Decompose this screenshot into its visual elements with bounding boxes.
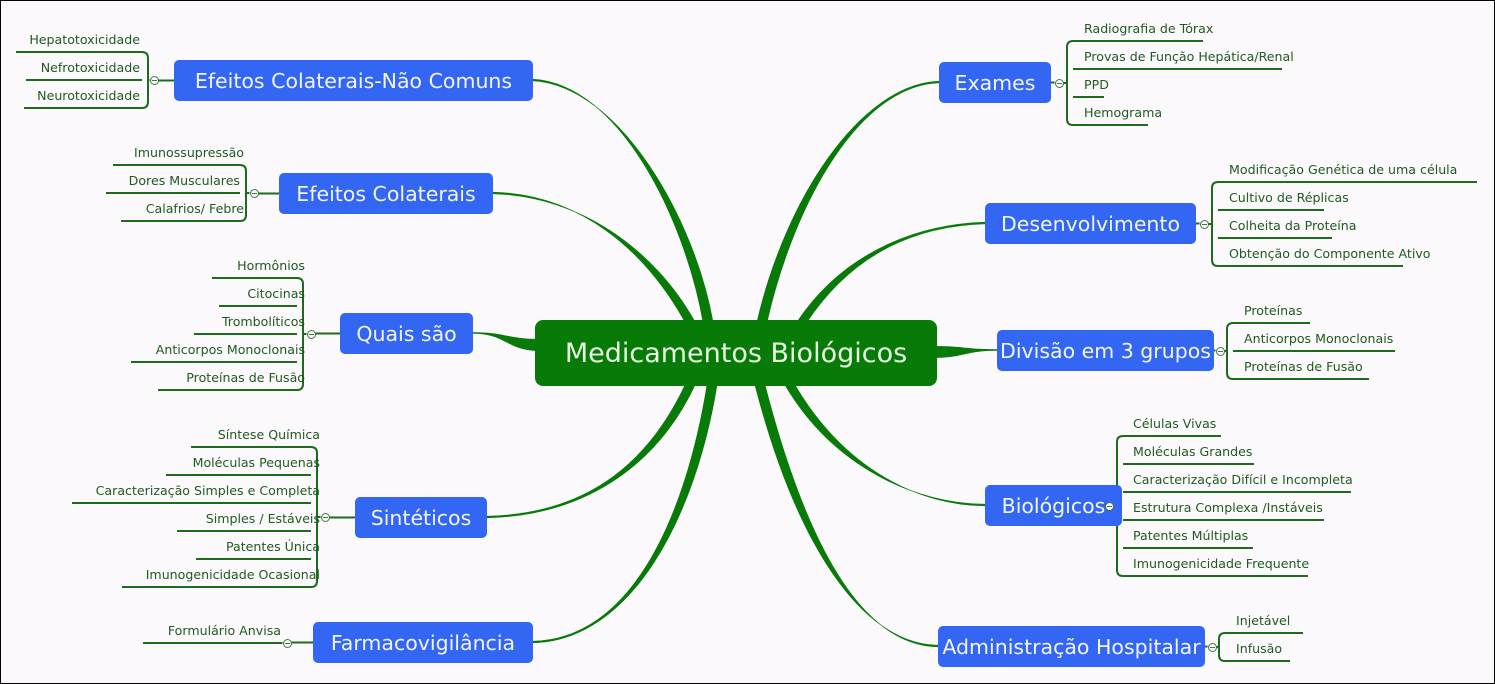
leaf-dores-musculares[interactable]: Dores Musculares bbox=[128, 173, 240, 188]
branch-divisao bbox=[932, 346, 997, 358]
bracket-desenvolvimento bbox=[1211, 181, 1219, 267]
branch-biologicos bbox=[784, 384, 986, 507]
topic-quais-sao[interactable]: Quais são bbox=[340, 313, 473, 354]
leaf-caracterizacao-dificil-e-incompleta[interactable]: Caracterização Difícil e Incompleta bbox=[1133, 472, 1353, 487]
leaf-proteinas[interactable]: Proteínas bbox=[1244, 303, 1303, 318]
bracket-exames bbox=[1066, 40, 1074, 126]
collapse-farmacovigilancia-icon[interactable] bbox=[282, 638, 292, 648]
collapse-administracao-hospitalar-icon[interactable] bbox=[1207, 642, 1217, 652]
leaf-proteinas-de-fusao[interactable]: Proteínas de Fusão bbox=[1244, 359, 1363, 374]
leaf-moleculas-pequenas[interactable]: Moléculas Pequenas bbox=[192, 455, 320, 470]
leaf-proteinas-de-fusao[interactable]: Proteínas de Fusão bbox=[186, 370, 305, 385]
leaf-estrutura-complexa-instaveis[interactable]: Estrutura Complexa /Instáveis bbox=[1133, 500, 1323, 515]
branch-efeitos-colaterais bbox=[492, 191, 696, 323]
leaf-hepatotoxicidade[interactable]: Hepatotoxicidade bbox=[29, 32, 140, 47]
leaf-infusao[interactable]: Infusão bbox=[1236, 641, 1283, 656]
collapse-quais-sao-icon[interactable] bbox=[306, 329, 316, 339]
leaf-citocinas[interactable]: Citocinas bbox=[247, 286, 305, 301]
leaf-anticorpos-monoclonais[interactable]: Anticorpos Monoclonais bbox=[155, 342, 305, 357]
topic-sinteticos[interactable]: Sintéticos bbox=[355, 497, 487, 538]
leaf-cultivo-de-replicas[interactable]: Cultivo de Réplicas bbox=[1229, 190, 1349, 205]
collapse-biologicos-icon[interactable] bbox=[1104, 501, 1114, 511]
central-topic[interactable]: Medicamentos Biológicos bbox=[535, 320, 937, 386]
topic-biologicos[interactable]: Biológicos bbox=[985, 485, 1122, 526]
leaf-ppd[interactable]: PPD bbox=[1084, 77, 1109, 92]
topic-divisao-em-3-grupos[interactable]: Divisão em 3 grupos bbox=[997, 330, 1214, 371]
leaf-calafrios-febre[interactable]: Calafrios/ Febre bbox=[145, 201, 244, 216]
bracket-divisao-em-3-grupos bbox=[1226, 322, 1234, 380]
collapse-efeitos-colaterais-icon[interactable] bbox=[249, 188, 259, 198]
branch-sinteticos bbox=[486, 384, 696, 519]
leaf-neurotoxicidade[interactable]: Neurotoxicidade bbox=[37, 88, 140, 103]
leaf-formulario-anvisa[interactable]: Formulário Anvisa bbox=[167, 623, 281, 638]
leaf-simples-estaveis[interactable]: Simples / Estáveis bbox=[205, 511, 320, 526]
collapse-exames-icon[interactable] bbox=[1054, 78, 1064, 88]
collapse-divisao-em-3-grupos-icon[interactable] bbox=[1215, 346, 1225, 356]
bracket-efeitos-colaterais-nao-comuns bbox=[141, 51, 149, 109]
leaf-caracterizacao-simples-e-completa[interactable]: Caracterização Simples e Completa bbox=[95, 483, 320, 498]
leaf-imunossupressao[interactable]: Imunossupressão bbox=[134, 145, 244, 160]
collapse-desenvolvimento-icon[interactable] bbox=[1199, 219, 1209, 229]
branch-quais-sao bbox=[473, 332, 540, 351]
leaf-radiografia-de-torax[interactable]: Radiografia de Tórax bbox=[1084, 21, 1214, 36]
bracket-administracao-hospitalar bbox=[1218, 632, 1226, 662]
topic-exames[interactable]: Exames bbox=[939, 62, 1051, 103]
leaf-injetavel[interactable]: Injetável bbox=[1236, 613, 1291, 628]
topic-desenvolvimento[interactable]: Desenvolvimento bbox=[985, 203, 1196, 244]
topic-efeitos-colaterais[interactable]: Efeitos Colaterais bbox=[279, 173, 493, 214]
leaf-provas-de-funcao-hepatica-renal[interactable]: Provas de Função Hepática/Renal bbox=[1084, 49, 1294, 64]
leaf-modificacao-genetica-de-uma-celula[interactable]: Modificação Genética de uma célula bbox=[1229, 162, 1458, 177]
leaf-imunogenicidade-ocasional[interactable]: Imunogenicidade Ocasional bbox=[145, 567, 320, 582]
branch-efeitos-nao-comuns bbox=[532, 78, 714, 323]
leaf-imunogenicidade-frequente[interactable]: Imunogenicidade Frequente bbox=[1133, 556, 1310, 571]
collapse-sinteticos-icon[interactable] bbox=[320, 512, 330, 522]
leaf-celulas-vivas[interactable]: Células Vivas bbox=[1133, 416, 1217, 431]
branch-administracao bbox=[754, 384, 939, 648]
leaf-patentes-unica[interactable]: Patentes Única bbox=[225, 539, 320, 554]
collapse-efeitos-colaterais-nao-comuns-icon[interactable] bbox=[149, 75, 159, 85]
topic-administracao-hospitalar[interactable]: Administração Hospitalar bbox=[938, 626, 1205, 667]
branch-desenvolvimento bbox=[796, 221, 986, 323]
topic-farmacovigilancia[interactable]: Farmacovigilância bbox=[313, 622, 533, 663]
branch-farmacovigilancia bbox=[532, 384, 718, 644]
leaf-tromboliticos[interactable]: Trombolíticos bbox=[221, 314, 305, 329]
leaf-hormonios[interactable]: Hormônios bbox=[237, 258, 305, 273]
leaf-colheita-da-proteina[interactable]: Colheita da Proteína bbox=[1229, 218, 1357, 233]
branch-exames bbox=[756, 80, 940, 323]
leaf-sintese-quimica[interactable]: Síntese Química bbox=[217, 427, 320, 442]
leaf-patentes-multiplas[interactable]: Patentes Múltiplas bbox=[1133, 528, 1249, 543]
topic-efeitos-colaterais-nao-comuns[interactable]: Efeitos Colaterais-Não Comuns bbox=[174, 60, 533, 101]
leaf-anticorpos-monoclonais[interactable]: Anticorpos Monoclonais bbox=[1244, 331, 1394, 346]
leaf-nefrotoxicidade[interactable]: Nefrotoxicidade bbox=[40, 60, 140, 75]
leaf-hemograma[interactable]: Hemograma bbox=[1084, 105, 1163, 120]
leaf-moleculas-grandes[interactable]: Moléculas Grandes bbox=[1133, 444, 1253, 459]
leaf-obtencao-do-componente-ativo[interactable]: Obtenção do Componente Ativo bbox=[1229, 246, 1431, 261]
